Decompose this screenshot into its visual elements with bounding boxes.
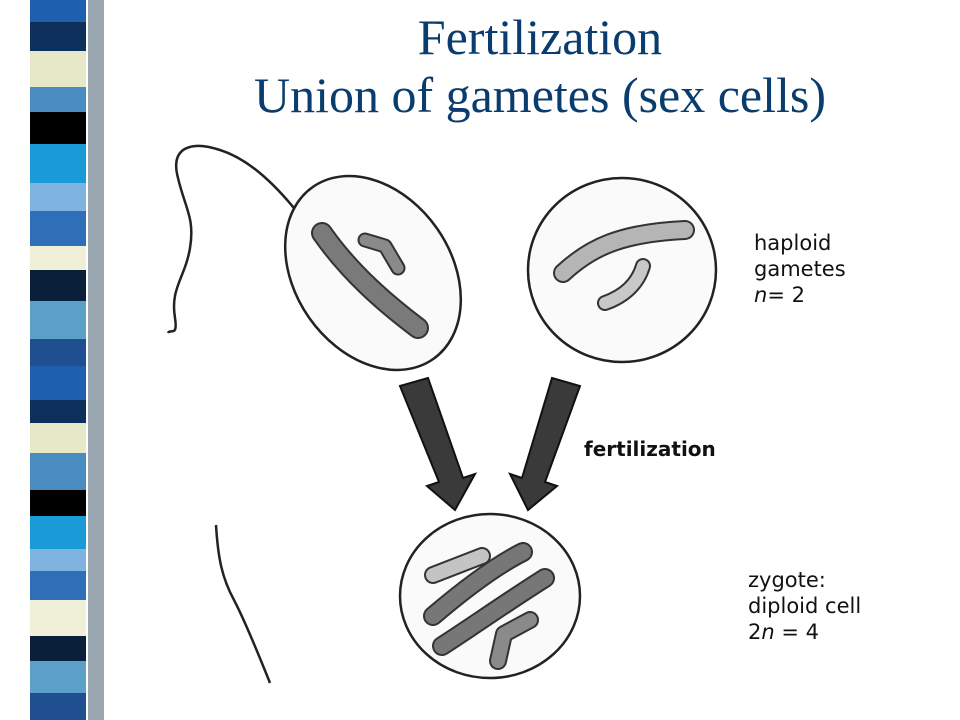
stripe-segment <box>30 211 86 246</box>
stripe-segment <box>30 453 86 490</box>
stripe-segment <box>30 636 86 661</box>
zygote-n-value: = 4 <box>774 620 819 644</box>
decorative-side-stripe <box>0 0 110 720</box>
sperm-tail <box>166 144 299 334</box>
haploid-label-line1: haploid <box>754 231 832 255</box>
stripe-segment <box>30 490 86 516</box>
zygote-label-line1: zygote: <box>748 568 826 592</box>
stripe-segment <box>30 423 86 453</box>
title-line-2: Union of gametes (sex cells) <box>253 67 827 123</box>
haploid-gametes-label: haploid gametes n= 2 <box>754 230 846 308</box>
stripe-segment <box>30 0 86 22</box>
stripe-segment <box>30 144 86 183</box>
stripe-segment <box>30 112 86 144</box>
stripe-segment <box>30 549 86 571</box>
sperm-cell <box>283 174 463 372</box>
n-symbol: n <box>754 283 768 307</box>
detached-flagellum <box>214 524 272 684</box>
stripe-segment <box>30 87 86 112</box>
stripe-segment <box>30 571 86 600</box>
stripe-segment <box>30 661 86 693</box>
stripe-segment <box>30 183 86 211</box>
haploid-chromosome-count: n= 2 <box>754 282 846 308</box>
title-line-1: Fertilization <box>417 9 663 65</box>
zygote-chromosome-count: 2n = 4 <box>748 619 861 645</box>
n-value: = 2 <box>767 283 805 307</box>
fertilization-label: fertilization <box>584 437 716 461</box>
zygote-cell <box>398 512 582 680</box>
stripe-segment <box>30 400 86 423</box>
stripe-segment <box>30 693 86 720</box>
zygote-n-symbol: n <box>761 620 775 644</box>
stripe-segment <box>30 270 86 301</box>
stripe-segment <box>30 22 86 51</box>
stripe-segment <box>30 246 86 270</box>
stripe-segment <box>30 301 86 339</box>
arrow-left <box>398 376 478 512</box>
zygote-label-line2: diploid cell <box>748 594 862 618</box>
slide-title: Fertilization Union of gametes (sex cell… <box>150 8 930 124</box>
stripe-segment <box>30 339 86 366</box>
stripe-segment <box>30 366 86 400</box>
arrow-right <box>508 376 582 512</box>
stripe-segment <box>30 51 86 87</box>
fertilization-diagram <box>166 144 718 684</box>
haploid-label-line2: gametes <box>754 257 846 281</box>
zygote-count-prefix: 2 <box>748 620 762 644</box>
zygote-label: zygote: diploid cell 2n = 4 <box>748 567 861 645</box>
stripe-segment <box>30 516 86 549</box>
stripe-segment <box>30 600 86 636</box>
